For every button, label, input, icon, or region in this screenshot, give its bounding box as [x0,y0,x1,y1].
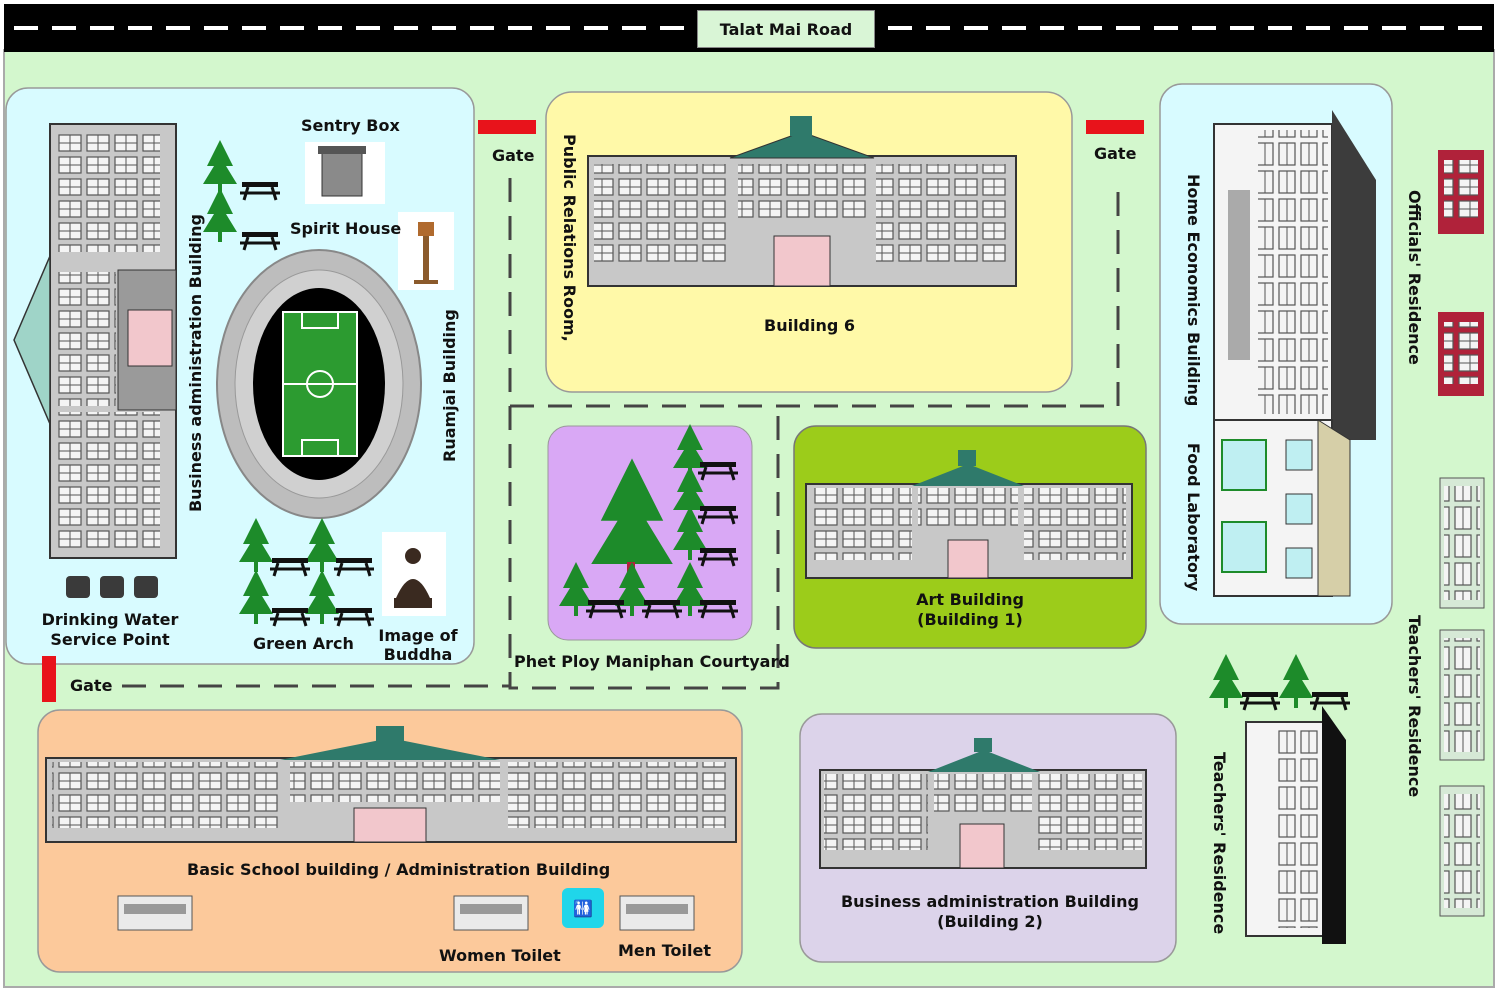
buddha-label-1: Image of [378,626,458,645]
gate-top-left [478,120,536,134]
drinking-water-label-1: Drinking Water [41,610,179,629]
art-building-label-1: Art Building [916,590,1024,609]
gate-top-right [1086,120,1144,134]
public-relations-label: Public Relations Room, [560,134,579,342]
business-admin-2-label-1: Business administration Building [840,892,1139,911]
business-admin-west-label: Business administration Building [186,214,205,513]
walkways [122,178,1120,690]
teachers-residence-building [1245,706,1346,944]
spirit-house-label: Spirit House [290,219,402,238]
home-economics-label: Home Economics Building [1184,174,1203,407]
gate-label: Gate [1094,144,1137,163]
business-admin-2-label-2: (Building 2) [937,912,1043,931]
stadium-icon [216,249,422,519]
house-icon [1439,477,1485,917]
art-building-label-2: (Building 1) [917,610,1023,629]
road-label: Talat Mai Road [697,10,875,48]
home-economics-building [1213,110,1376,597]
toilet-icon: 🚻 [117,888,695,931]
green-arch-label: Green Arch [253,634,354,653]
spirit-house-icon [398,212,454,290]
gate-label: Gate [492,146,535,165]
tree-icon [559,424,707,616]
teachers-residence-center-label: Teachers' Residence [1210,752,1229,935]
teachers-residence-right-label: Teachers' Residence [1405,615,1424,798]
buddha-icon [382,532,446,616]
building-6-label: Building 6 [764,316,856,335]
courtyard-label: Phet Ploy Maniphan Courtyard [514,652,790,671]
house-icon [1438,150,1484,396]
drinking-water-label-2: Service Point [50,630,170,649]
gate-left [42,656,56,702]
ruamjai-label: Ruamjai Building [440,309,459,462]
gate-label: Gate [70,676,113,695]
food-lab-label: Food Laboratory [1184,442,1203,592]
men-toilet-label: Men Toilet [618,941,711,960]
water-tank-icon [66,576,158,598]
buddha-label-2: Buddha [383,645,453,664]
building-6 [587,116,1017,287]
business-admin-building-west [13,123,177,559]
svg-text:🚻: 🚻 [573,899,593,918]
women-toilet-label: Women Toilet [439,946,561,965]
basic-school-building [45,726,737,843]
sentry-box-icon [305,142,385,204]
basic-school-label: Basic School building / Administration B… [187,860,611,879]
sentry-box-label: Sentry Box [301,116,400,135]
business-admin-building-2 [819,738,1147,869]
officials-residence-label: Officials' Residence [1405,190,1424,365]
art-building [805,450,1133,579]
